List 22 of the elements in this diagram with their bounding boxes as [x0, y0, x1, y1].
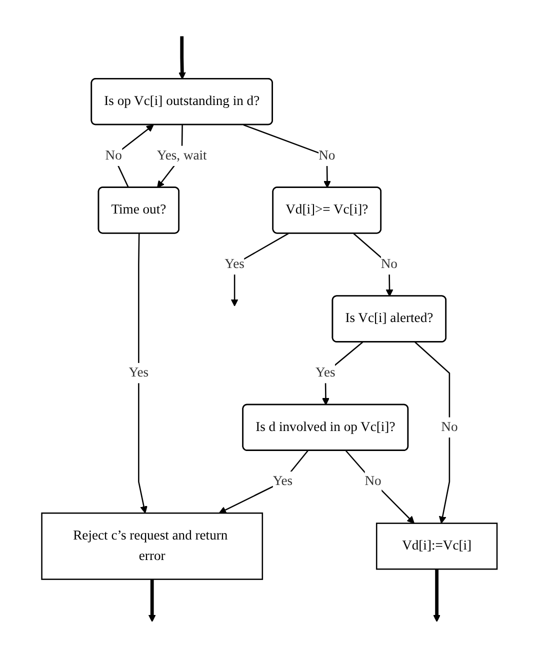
node-box: Vd[i]:=Vc[i] — [376, 522, 498, 570]
arrow — [432, 569, 440, 622]
edge-label: No — [364, 474, 381, 489]
edge-label: No — [440, 420, 458, 434]
edge-label: Yes — [272, 474, 292, 489]
edge-label: Yes — [315, 365, 335, 380]
arrow — [178, 36, 186, 80]
arrow — [218, 450, 308, 514]
arrow — [138, 234, 148, 514]
node-box: Reject c’s request and return error — [40, 512, 263, 580]
edge-label: No — [380, 256, 398, 272]
arrow — [322, 342, 363, 406]
arrow — [345, 450, 414, 524]
arrow — [230, 232, 288, 306]
edge-label: No — [318, 148, 335, 163]
edge-label: Yes — [128, 365, 148, 380]
edge-label: Yes — [224, 256, 244, 272]
arrow — [414, 342, 450, 524]
edge-label: Yes, wait — [156, 148, 206, 163]
edge-label: No — [104, 148, 122, 163]
arrow — [242, 124, 331, 188]
arrow — [148, 579, 156, 622]
